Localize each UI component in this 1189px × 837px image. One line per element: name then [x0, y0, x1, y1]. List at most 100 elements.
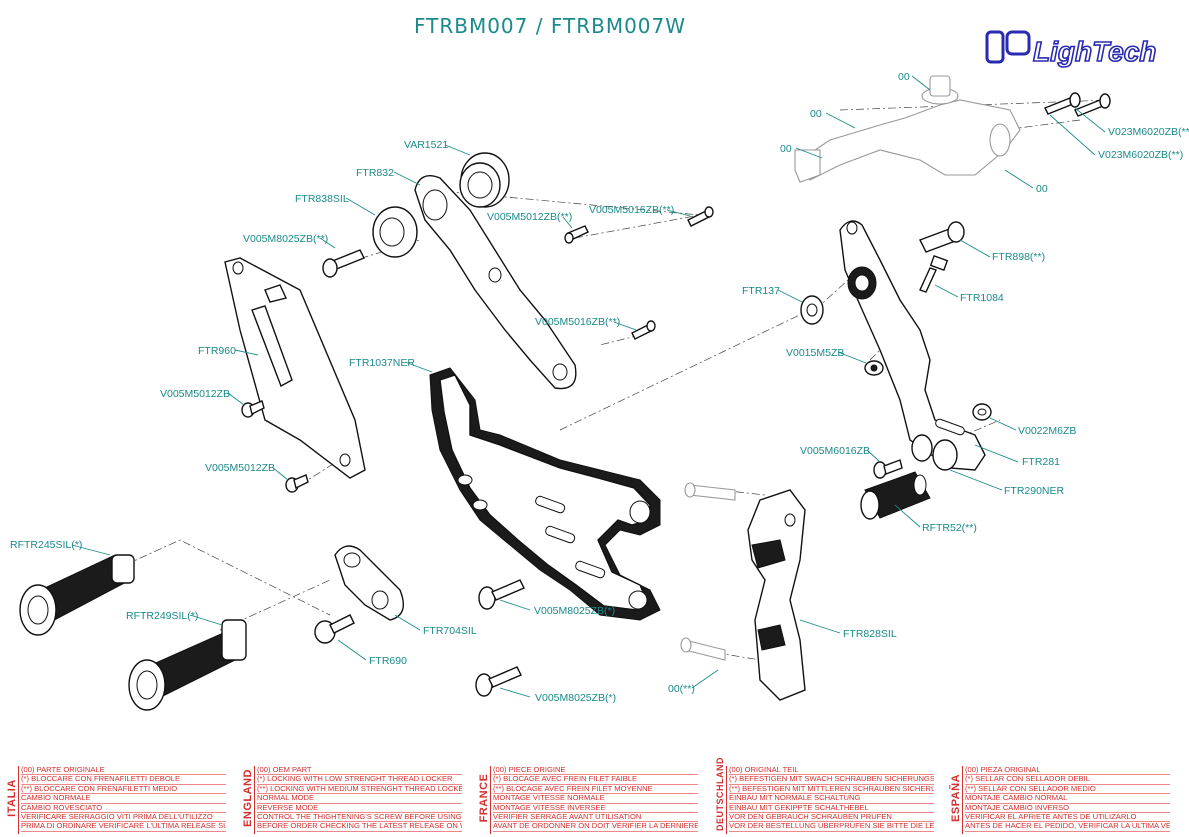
label-ftr832: FTR832: [356, 167, 394, 179]
legend-line: MONTAGE VITESSE INVERSEE: [493, 804, 698, 814]
bolt-v005m8025zb-bot: [475, 666, 522, 697]
oem-bolt-upper: [684, 482, 736, 501]
bolt-v005m6016zb: [873, 459, 903, 479]
part-labels: 00 00 00 00 V023M6020ZB(**) V023M6020ZB(…: [10, 71, 1189, 704]
main-bracket-ftr1037ner: [429, 367, 661, 621]
legend-line: (**) SELLAR CON SELLADOR MEDIO: [965, 785, 1170, 795]
label-rftr52: RFTR52(**): [922, 522, 977, 534]
country-label: ITALIA: [4, 766, 19, 834]
label-ftr137: FTR137: [742, 285, 780, 297]
label-ftr290ner: FTR290NER: [1004, 485, 1065, 497]
legend-line: (00) PIEZA ORIGINAL: [965, 766, 1170, 776]
bolt-v005m5012zb-left: [241, 400, 265, 418]
legend-line: MONTAJE CAMBIO NORMAL: [965, 794, 1170, 804]
screw-ftr1084: [919, 255, 949, 293]
label-v005m5012zb-top: V005M5012ZB(**): [487, 211, 572, 223]
bolt-v005m8025zb-mid: [478, 579, 525, 610]
label-ftr704sil: FTR704SIL: [423, 625, 477, 637]
footpeg-rftr245sil: [19, 554, 135, 636]
plate-arm-ftr832: [414, 175, 577, 390]
bolt-v023-a: [1044, 92, 1081, 115]
legend-line: (*) SELLAR CON SELLADOR DEBIL: [965, 775, 1170, 785]
bolt-v005m5012zb-top: [564, 225, 589, 244]
legend-line: VERIFIER SERRAGE AVANT UTILISATION: [493, 813, 698, 823]
country-label: ENGLAND: [240, 766, 255, 834]
label-v005m8025zb-top: V005M8025ZB(**): [243, 233, 328, 245]
legend-line: (*) BEFESTIGEN MIT SWACH SCHRAUBEN SICHE…: [729, 775, 934, 785]
country-label: DEUTSCHLAND: [712, 757, 727, 834]
label-v005m5012zb-left: V005M5012ZB: [160, 388, 230, 400]
legend-line: VERIFICARE SERRAGGIO VITI PRIMA DELL'UTI…: [21, 813, 226, 823]
lightech-logo: LighTech: [985, 30, 1157, 68]
oem-bolt-lower: [680, 637, 726, 661]
legend-line: (**) BEFESTIGEN MIT MITTLEREN SCHRAUBEN …: [729, 785, 934, 795]
spacer-ftr838sil: [372, 206, 418, 258]
label-00-star: 00(**): [668, 683, 695, 695]
label-v0022m6zb: V0022M6ZB: [1018, 425, 1076, 437]
legend-line: MONTAGE VITESSE NORMALE: [493, 794, 698, 804]
leader-lines: [71, 75, 1106, 698]
legend-line: (*) LOCKING WITH LOW STRENGHT THREAD LOC…: [257, 775, 462, 785]
label-v005m8025zb-bot: V005M8025ZB(*): [535, 692, 616, 704]
label-v005m5016zb-mid: V005M5016ZB(**): [535, 316, 620, 328]
heel-guard-ftr960: [224, 257, 366, 479]
legend-deutschland: DEUTSCHLAND (00) ORIGINAL TEIL (*) BEFES…: [712, 757, 936, 834]
nut-v0022m6zb: [972, 403, 992, 421]
legend-line: REVERSE MODE: [257, 804, 462, 814]
washer-ftr137: [800, 295, 824, 325]
legend-line: VOR DER BESTELLUNG ÜBERPRÜFEN SIE BITTE …: [729, 822, 934, 832]
shift-lever-ftr281: [839, 220, 986, 471]
legend-line: MONTAJE CAMBIO INVERSO: [965, 804, 1170, 814]
label-ftr898: FTR898(**): [992, 251, 1045, 263]
legend-line: CAMBIO ROVESCIATO: [21, 804, 226, 814]
oem-master-cylinder: [794, 75, 1021, 183]
label-ftr281: FTR281: [1022, 456, 1060, 468]
spacer-ftr290ner: [911, 434, 958, 471]
brand-text: LighTech: [1033, 36, 1156, 67]
legend-line: CONTROL THE THIGHTENING'S SCREW BEFORE U…: [257, 813, 462, 823]
multilingual-legend: ITALIA (00) PARTE ORIGINALE (*) BLOCCARE…: [0, 757, 1189, 837]
legend-line: (00) OEM PART: [257, 766, 462, 776]
bolt-v005m8025zb-top: [322, 249, 365, 278]
legend-france: FRANCE (00) PIECE ORIGINE (*) BLOCAGE AV…: [476, 764, 700, 834]
legend-line: (00) ORIGINAL TEIL: [729, 766, 934, 776]
legend-line: (*) BLOCAGE AVEC FREIN FILET FAIBLE: [493, 775, 698, 785]
legend-line: EINBAU MIT GEKIPPTE SCHALTHEBEL: [729, 804, 934, 814]
label-var1521: VAR1521: [404, 139, 448, 151]
nut-v0015m5zb: [864, 360, 884, 376]
link-ftr704sil: [334, 545, 404, 621]
label-v0015m5zb: V0015M5ZB: [786, 347, 844, 359]
label-v005m5012zb-low: V005M5012ZB: [205, 462, 275, 474]
legend-line: (*) BLOCCARE CON FRENAFILETTI DEBOLE: [21, 775, 226, 785]
legend-line: (**) BLOCCARE CON FRENAFILETTI MEDIO: [21, 785, 226, 795]
legend-line: BEFORE ORDER CHECKING THE LATEST RELEASE…: [257, 822, 462, 832]
exploded-parts-diagram: 00 00 00 00 V023M6020ZB(**) V023M6020ZB(…: [10, 71, 1189, 711]
legend-line: ANTES DE HACER EL PEDIDO, VERIFICAR LA U…: [965, 822, 1170, 832]
label-00-b: 00: [810, 108, 822, 120]
bolt-v005m5012zb-low: [285, 474, 309, 493]
legend-line: NORMAL MODE: [257, 794, 462, 804]
bolt-v005m5016zb-mid: [631, 320, 656, 340]
label-ftr828sil: FTR828SIL: [843, 628, 897, 640]
label-00-a: 00: [898, 71, 910, 83]
legend-england: ENGLAND (00) OEM PART (*) LOCKING WITH L…: [240, 764, 464, 834]
label-00-d: 00: [1036, 183, 1048, 195]
label-v023m6020zb-a: V023M6020ZB(**): [1108, 126, 1189, 138]
diagram-title: FTRBM007 / FTRBM007W: [413, 14, 687, 38]
pin-ftr898: [919, 221, 965, 253]
label-v005m5016zb-top: V005M5016ZB(**): [589, 204, 674, 216]
country-label: ESPAÑA: [948, 766, 963, 834]
bolt-ftr690: [314, 614, 355, 644]
legend-line: EINBAU MIT NORMALE SCHALTUNG: [729, 794, 934, 804]
legend-line: AVANT DE ORDONNER ON DOIT VÉRIFIER LA DE…: [493, 822, 698, 832]
legend-line: (00) PARTE ORIGINALE: [21, 766, 226, 776]
label-00-c: 00: [780, 143, 792, 155]
country-label: FRANCE: [476, 766, 491, 834]
label-rftr245sil: RFTR245SIL(*): [10, 539, 82, 551]
legend-espana: ESPAÑA (00) PIEZA ORIGINAL (*) SELLAR CO…: [948, 764, 1172, 834]
bolt-v005m5016zb-top: [687, 206, 714, 227]
label-ftr1037ner: FTR1037NER: [349, 357, 415, 369]
legend-line: VERIFICAR EL APRIETE ANTES DE UTILIZARLO: [965, 813, 1170, 823]
label-ftr1084: FTR1084: [960, 292, 1004, 304]
footpeg-rftr249sil: [128, 619, 247, 711]
